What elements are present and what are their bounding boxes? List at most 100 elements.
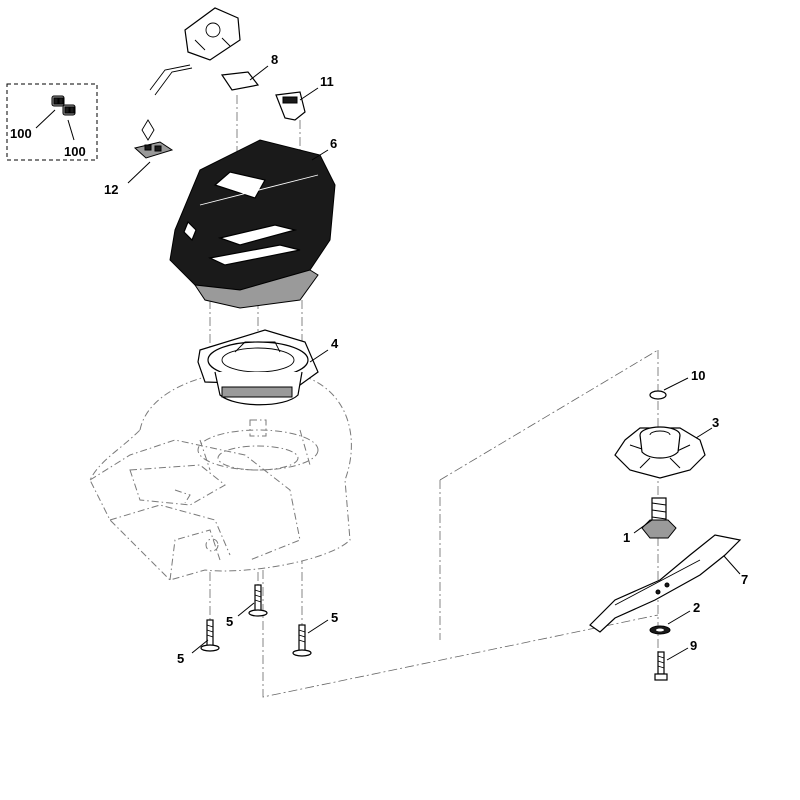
leader-5b: [237, 602, 255, 617]
bolt-thread: [657, 655, 665, 669]
deck-motor-ring: [197, 429, 319, 471]
callout-100-b: 100: [64, 144, 86, 159]
cover-grille-1: [217, 224, 298, 246]
cable-1: [149, 64, 191, 91]
option-kit-box: [6, 83, 98, 161]
leader-2: [667, 610, 691, 625]
callout-12: 12: [104, 182, 118, 197]
screw-thread: [254, 589, 262, 603]
deck-front-leg: [169, 529, 221, 581]
callout-1: 1: [623, 530, 630, 545]
callout-2: 2: [693, 600, 700, 615]
deck-left-panel: [129, 464, 226, 506]
switch-housing: [184, 7, 241, 61]
adapter-base: [641, 519, 677, 539]
part-5-screw-c: [292, 624, 312, 657]
callout-5-a: 5: [177, 651, 184, 666]
screw-head: [248, 609, 268, 617]
latch-slot: [282, 96, 298, 104]
cover-base-skirt: [193, 269, 319, 309]
part-4-motor-flange: [197, 329, 319, 406]
callout-5-b: 5: [226, 614, 233, 629]
screw-head: [200, 644, 220, 652]
fan-hub-body: [639, 434, 681, 459]
leader-8: [249, 65, 269, 81]
part-100-plug-1: [51, 95, 65, 107]
blade-crease: [614, 559, 701, 606]
callout-100-a: 100: [10, 126, 32, 141]
part-9-blade-bolt: [654, 651, 668, 681]
blade-hole-1: [655, 589, 661, 595]
part-8-lid-pad: [220, 71, 260, 91]
leader-9: [666, 647, 689, 661]
part-100-plug-2: [62, 104, 76, 116]
deck-slot: [174, 489, 191, 504]
screw-shank: [254, 584, 262, 612]
callout-8: 8: [271, 52, 278, 67]
leader-11: [299, 87, 319, 101]
part-7-blade: [589, 534, 742, 633]
switch-details: [194, 37, 231, 51]
leader-7: [723, 555, 741, 575]
leader-1: [633, 519, 653, 534]
cover-grille-2: [208, 244, 301, 266]
cover-highlight: [199, 174, 319, 206]
screw-shank: [298, 624, 306, 652]
deck-ribs: [199, 429, 311, 471]
latch-body: [275, 91, 306, 121]
callout-4: 4: [331, 336, 339, 351]
screw-shank: [206, 619, 214, 647]
deck-shaft-boss: [249, 419, 267, 437]
callout-7: 7: [741, 572, 748, 587]
callout-5-c: 5: [331, 610, 338, 625]
blade-axis-upper: [439, 349, 659, 481]
blade-hole-2: [664, 582, 670, 588]
mower-deck-ghost: [89, 369, 352, 581]
callout-11: 11: [320, 74, 334, 89]
part-10-circlip: [649, 390, 667, 400]
part-6-housing-cover: [169, 139, 336, 309]
deck-motor-inner: [217, 445, 299, 471]
callout-9: 9: [690, 638, 697, 653]
leader-12: [127, 161, 151, 184]
callout-6: 6: [330, 136, 337, 151]
callout-10: 10: [691, 368, 705, 383]
callout-labels: 8 11 6 4 100 100 12 10 3 1 7 2 9 5 5 5: [10, 52, 748, 666]
cover-shell: [169, 139, 336, 291]
part-2-washer: [649, 625, 671, 635]
part-5-screw-b: [248, 584, 268, 617]
screw-head: [292, 649, 312, 657]
screw-thread: [298, 629, 306, 643]
part-11-latch: [275, 91, 306, 121]
leader-lines: [35, 65, 741, 661]
leader-5a: [191, 639, 209, 654]
part-3-fan: [614, 426, 706, 479]
cover-side-vent: [183, 220, 197, 242]
leader-4: [309, 349, 329, 363]
leader-100a: [35, 109, 56, 129]
leader-6: [311, 149, 329, 161]
connector-pin-2: [154, 145, 162, 152]
deck-edge: [89, 439, 301, 561]
callout-3: 3: [712, 415, 719, 430]
leader-100b: [67, 119, 75, 141]
screw-thread: [206, 624, 214, 638]
switch-assembly: [141, 7, 241, 141]
leader-5c: [307, 619, 329, 634]
connector-pin-1: [144, 144, 152, 151]
option-kit-frame: [6, 83, 98, 161]
part-12-connector: [133, 141, 174, 159]
bolt-head: [654, 673, 668, 681]
deck-outline: [89, 369, 352, 581]
cable-2: [154, 67, 193, 96]
leader-3: [695, 427, 713, 439]
part-1-blade-adapter: [641, 497, 677, 539]
connector-plate: [133, 141, 174, 159]
lid-pad: [220, 71, 260, 91]
fan-vanes: [629, 444, 691, 469]
cable-clip: [141, 119, 155, 141]
adapter-spline: [651, 502, 667, 520]
part-5-screw-a: [200, 619, 220, 652]
